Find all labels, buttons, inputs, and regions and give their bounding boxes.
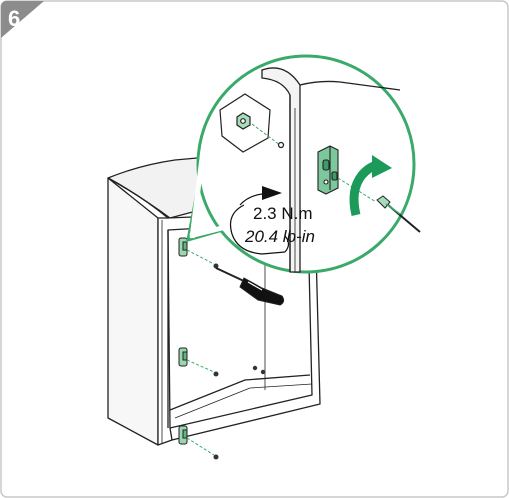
rotation-arrow-icon [229, 186, 290, 255]
screw-guides [186, 249, 215, 456]
clockwise-arrow-icon [349, 155, 392, 217]
screwdriver-icon [215, 267, 285, 306]
callout-screw [376, 195, 421, 233]
step-badge [1, 1, 44, 38]
torque-imperial-label: 20.4 lb-in [245, 227, 315, 246]
hinge-bracket-middle [178, 347, 188, 367]
enclosure-side-wall [107, 177, 159, 446]
step-number: 6 [8, 6, 21, 31]
nut-icon [219, 93, 271, 153]
torque-metric-label: 2.3 N.m [253, 204, 313, 223]
nut-guide-line [251, 123, 281, 146]
screw-icon [213, 454, 219, 460]
bracket-icon [317, 145, 339, 195]
screw-icon [213, 371, 219, 377]
screws [213, 263, 266, 460]
hinge-bracket-top [178, 237, 188, 257]
screw-icon [213, 263, 219, 269]
hinge-bracket-bottom [178, 425, 188, 445]
callout-enclosure-corner [261, 67, 401, 273]
